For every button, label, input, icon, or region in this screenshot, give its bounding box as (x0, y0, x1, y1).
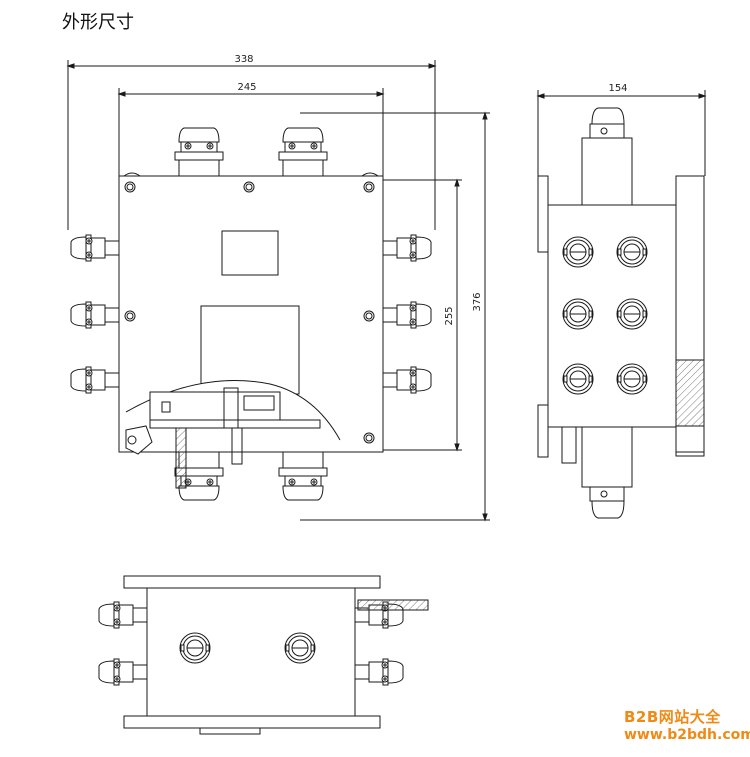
page-title: 外形尺寸 (62, 12, 134, 33)
dim-overall-height: 376 (472, 292, 483, 311)
side-view (536, 90, 707, 519)
watermark-title: B2B网站大全 (624, 708, 721, 726)
bottom-view (98, 575, 429, 735)
front-view (66, 60, 490, 522)
watermark-url: www.b2bdh.com (624, 727, 750, 743)
dim-inner-height: 255 (444, 306, 455, 325)
dim-body-width: 245 (237, 82, 256, 93)
dim-overall-width: 338 (234, 54, 253, 65)
dim-side-depth: 154 (608, 83, 627, 94)
